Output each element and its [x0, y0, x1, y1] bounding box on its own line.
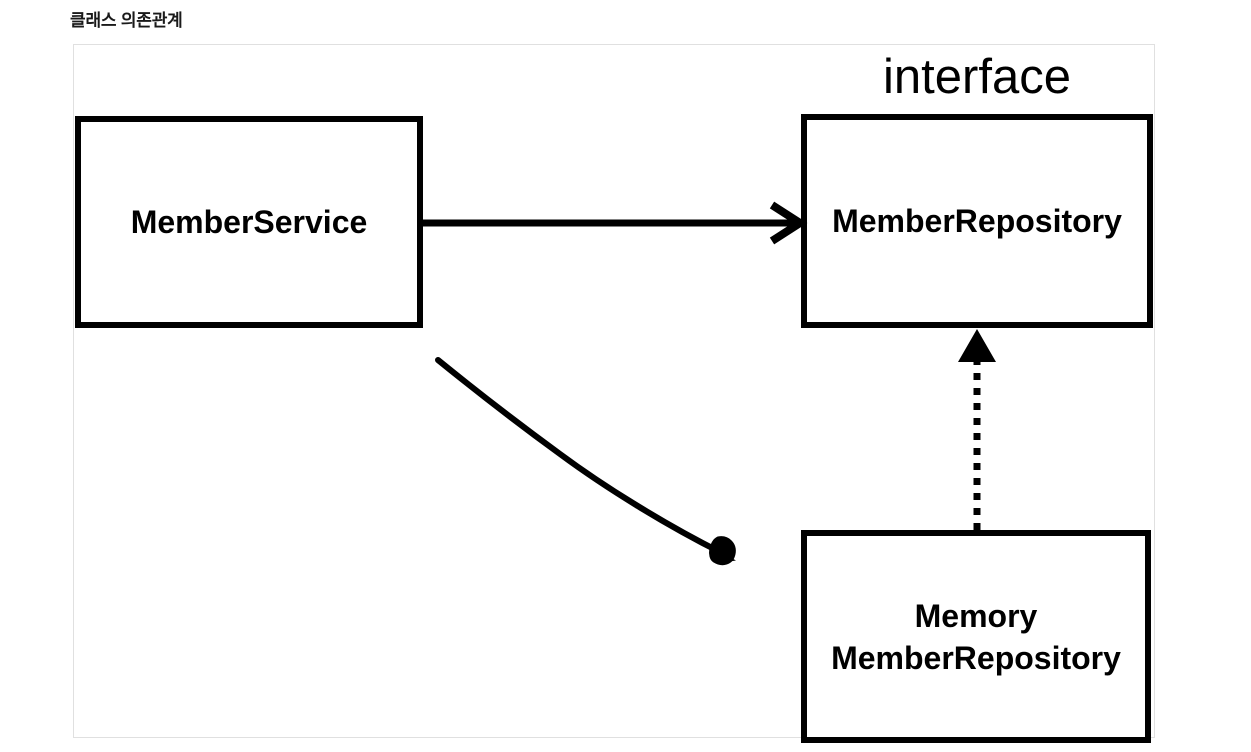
interface-stereotype-label: interface	[883, 50, 1071, 104]
page-title: 클래스 의존관계	[70, 11, 183, 30]
class-box-memory-member-repository[interactable]: Memory MemberRepository	[801, 530, 1151, 743]
class-box-member-service-label: MemberService	[130, 204, 368, 240]
class-box-member-repository-label: MemberRepository	[832, 203, 1122, 239]
class-box-member-service[interactable]: MemberService	[75, 116, 423, 328]
class-box-memory-member-repository-label: Memory MemberRepository	[831, 595, 1121, 679]
class-box-memory-member-repository-label-line2: MemberRepository	[831, 639, 1121, 676]
class-box-memory-member-repository-label-line1: Memory	[914, 597, 1038, 634]
class-box-member-repository[interactable]: MemberRepository	[801, 114, 1153, 328]
